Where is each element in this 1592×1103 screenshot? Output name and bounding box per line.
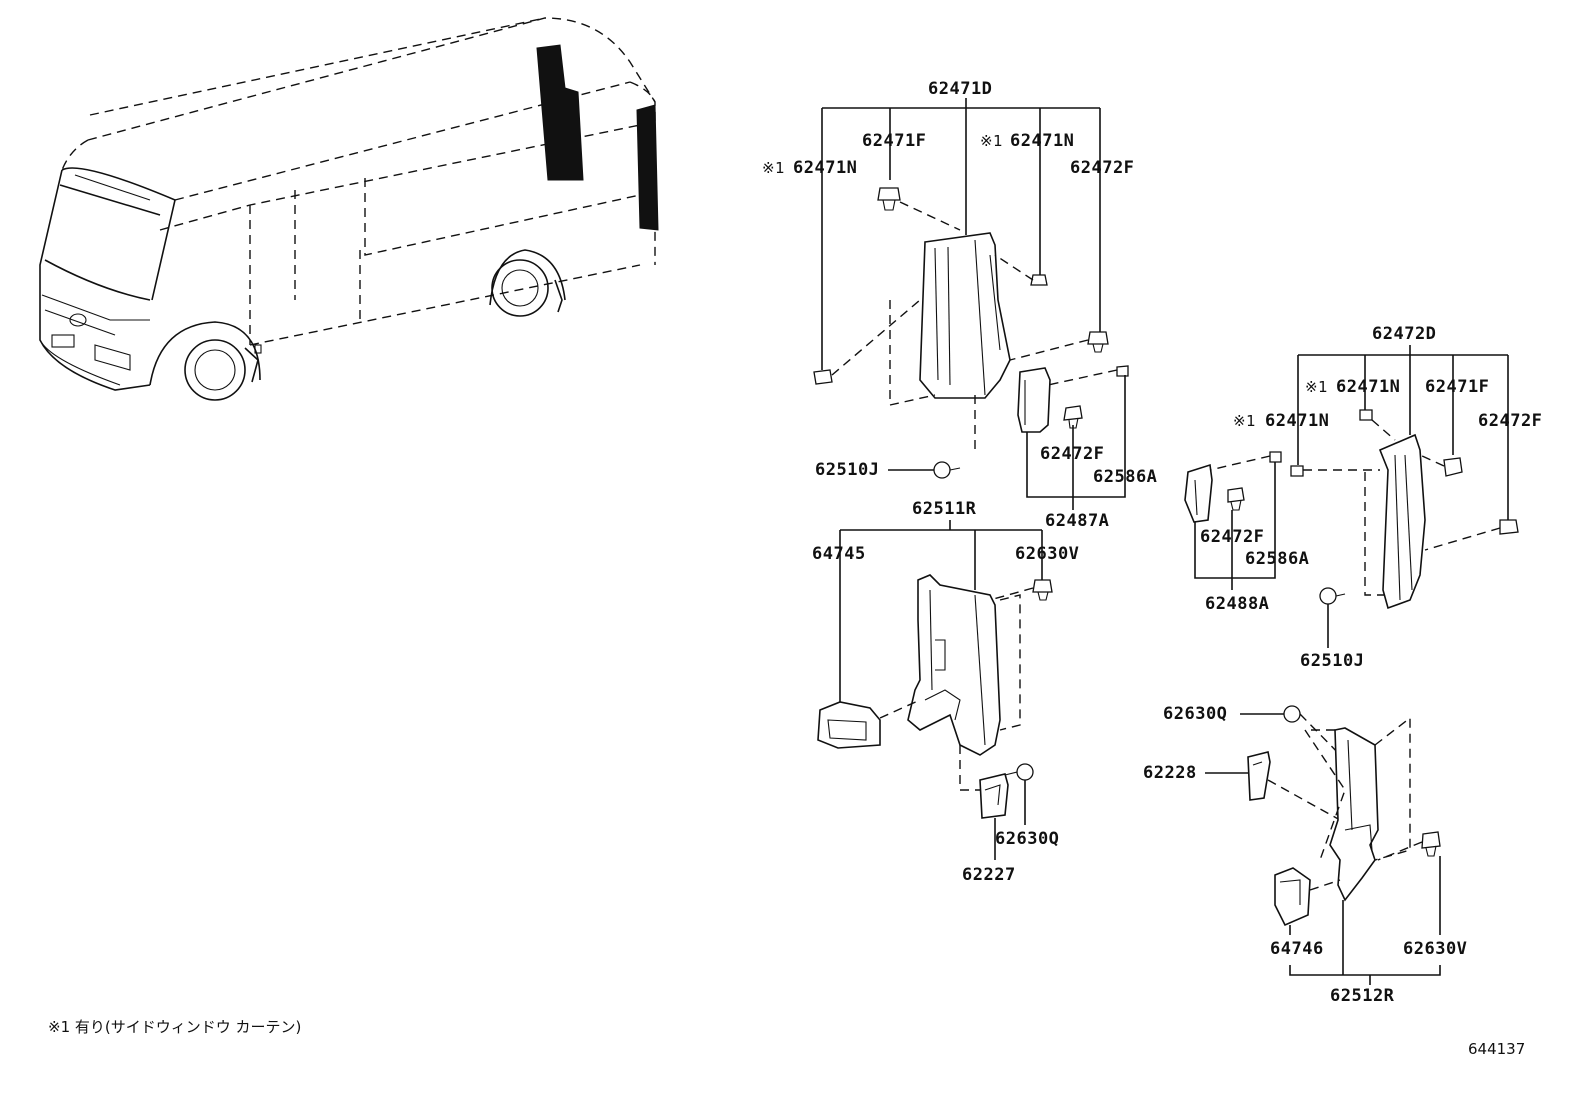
label-62510J-a: 62510J	[815, 460, 880, 480]
figure-number: 644137	[1468, 1040, 1526, 1058]
label-62488A: 62488A	[1205, 594, 1270, 614]
label-64745: 64745	[812, 544, 866, 564]
mark-ref-2: ※1	[762, 159, 786, 177]
label-62228: 62228	[1143, 763, 1197, 783]
label-62471D: 62471D	[928, 79, 993, 99]
label-62227: 62227	[962, 865, 1016, 885]
label-62586A-a: 62586A	[1093, 467, 1158, 487]
label-62471F-a: 62471F	[862, 131, 927, 151]
label-62630Q-a: 62630Q	[995, 829, 1060, 849]
footnote: ※1 有り(サイドウィンドウ カーテン)	[48, 1018, 302, 1036]
label-62512R: 62512R	[1330, 986, 1395, 1006]
label-62586A-b: 62586A	[1245, 549, 1310, 569]
label-62471N-a: 62471N	[793, 158, 858, 178]
label-62487A: 62487A	[1045, 511, 1110, 531]
bus-illustration	[39, 17, 659, 401]
label-62510J-b: 62510J	[1300, 651, 1365, 671]
label-62471N-d: 62471N	[1265, 411, 1330, 431]
mark-ref-3: ※1	[1305, 378, 1329, 396]
label-62472F-c: 62472F	[1200, 527, 1265, 547]
mark-ref-1: ※1	[980, 132, 1004, 150]
label-62630V-b: 62630V	[1403, 939, 1468, 959]
lower-garnish-assembly-rear	[1205, 705, 1441, 985]
pillar-garnish-assembly-rear	[1184, 345, 1519, 648]
label-62472D: 62472D	[1372, 324, 1437, 344]
label-62511R: 62511R	[912, 499, 977, 519]
label-62630V-a: 62630V	[1015, 544, 1080, 564]
pillar-garnish-assembly-front	[813, 98, 1129, 510]
label-62471N-b: 62471N	[1010, 131, 1075, 151]
label-62471N-c: 62471N	[1336, 377, 1401, 397]
label-62472F-a: 62472F	[1070, 158, 1135, 178]
lower-garnish-assembly-front	[817, 520, 1053, 860]
label-62472F-b: 62472F	[1040, 444, 1105, 464]
label-62630Q-b: 62630Q	[1163, 704, 1228, 724]
label-64746: 64746	[1270, 939, 1324, 959]
label-62472F-d: 62472F	[1478, 411, 1543, 431]
mark-ref-4: ※1	[1233, 412, 1257, 430]
label-62471F-b: 62471F	[1425, 377, 1490, 397]
